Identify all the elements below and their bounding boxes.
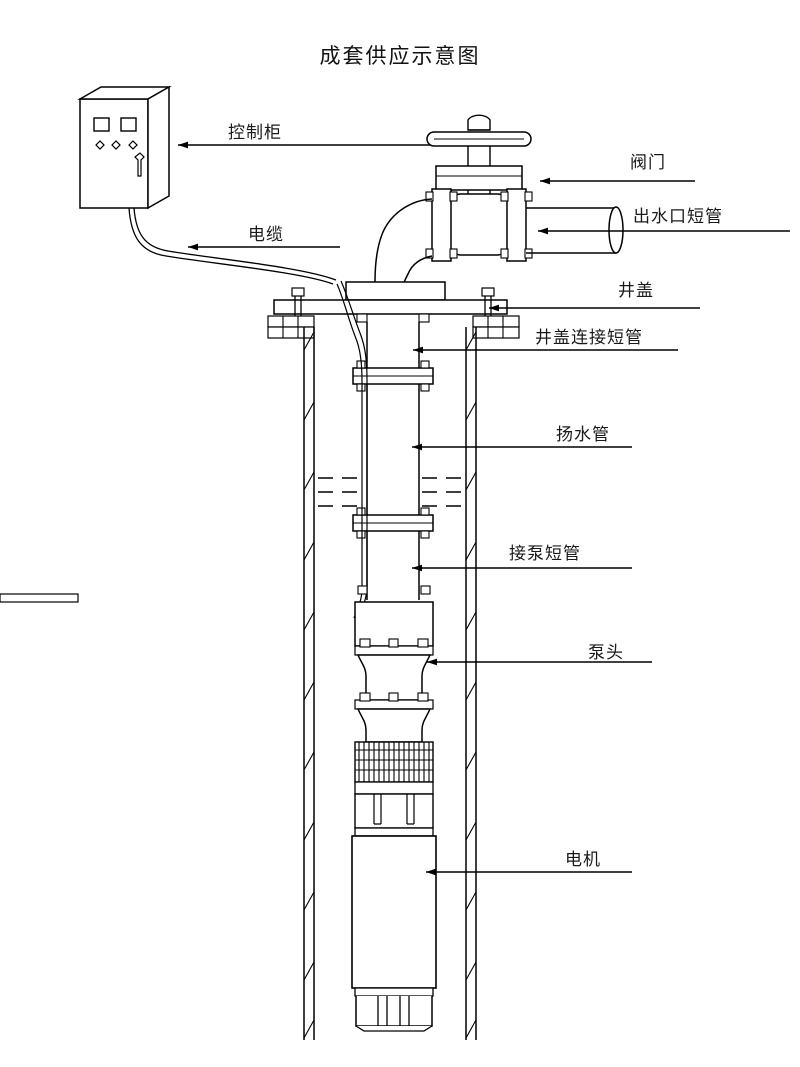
well-casing (303, 327, 477, 1040)
label-pump-connect-short-pipe: 接泵短管 (509, 544, 581, 564)
control-cabinet-graphic (77, 85, 172, 210)
well-cover-graphic (267, 281, 520, 339)
riser-flange-2 (352, 507, 434, 539)
label-well-cover-connect-pipe: 井盖连接短管 (535, 328, 643, 348)
power-cable (128, 207, 337, 285)
riser-pipe-graphic (366, 322, 420, 600)
label-pump-head: 泵头 (588, 643, 624, 663)
riser-flange-1 (352, 360, 434, 392)
valve-graphic (425, 114, 533, 262)
submersible-cable (336, 280, 368, 619)
label-riser-pipe: 扬水管 (556, 425, 610, 445)
label-outlet-short-pipe: 出水口短管 (633, 207, 723, 227)
label-valve: 阀门 (630, 153, 666, 173)
water-level (318, 477, 463, 507)
motor-graphic (351, 827, 437, 1032)
label-control-cabinet: 控制柜 (228, 123, 282, 143)
riser-elbow (374, 198, 433, 284)
leader-lines (178, 141, 790, 876)
pump-graphic (0, 585, 434, 829)
label-well-cover: 井盖 (618, 281, 654, 301)
page-title: 成套供应示意图 (319, 44, 481, 68)
label-motor: 电机 (565, 850, 601, 870)
label-cable: 电缆 (248, 225, 284, 245)
outlet-short-pipe-graphic (526, 206, 624, 254)
well-casing-hatch (303, 331, 477, 1039)
